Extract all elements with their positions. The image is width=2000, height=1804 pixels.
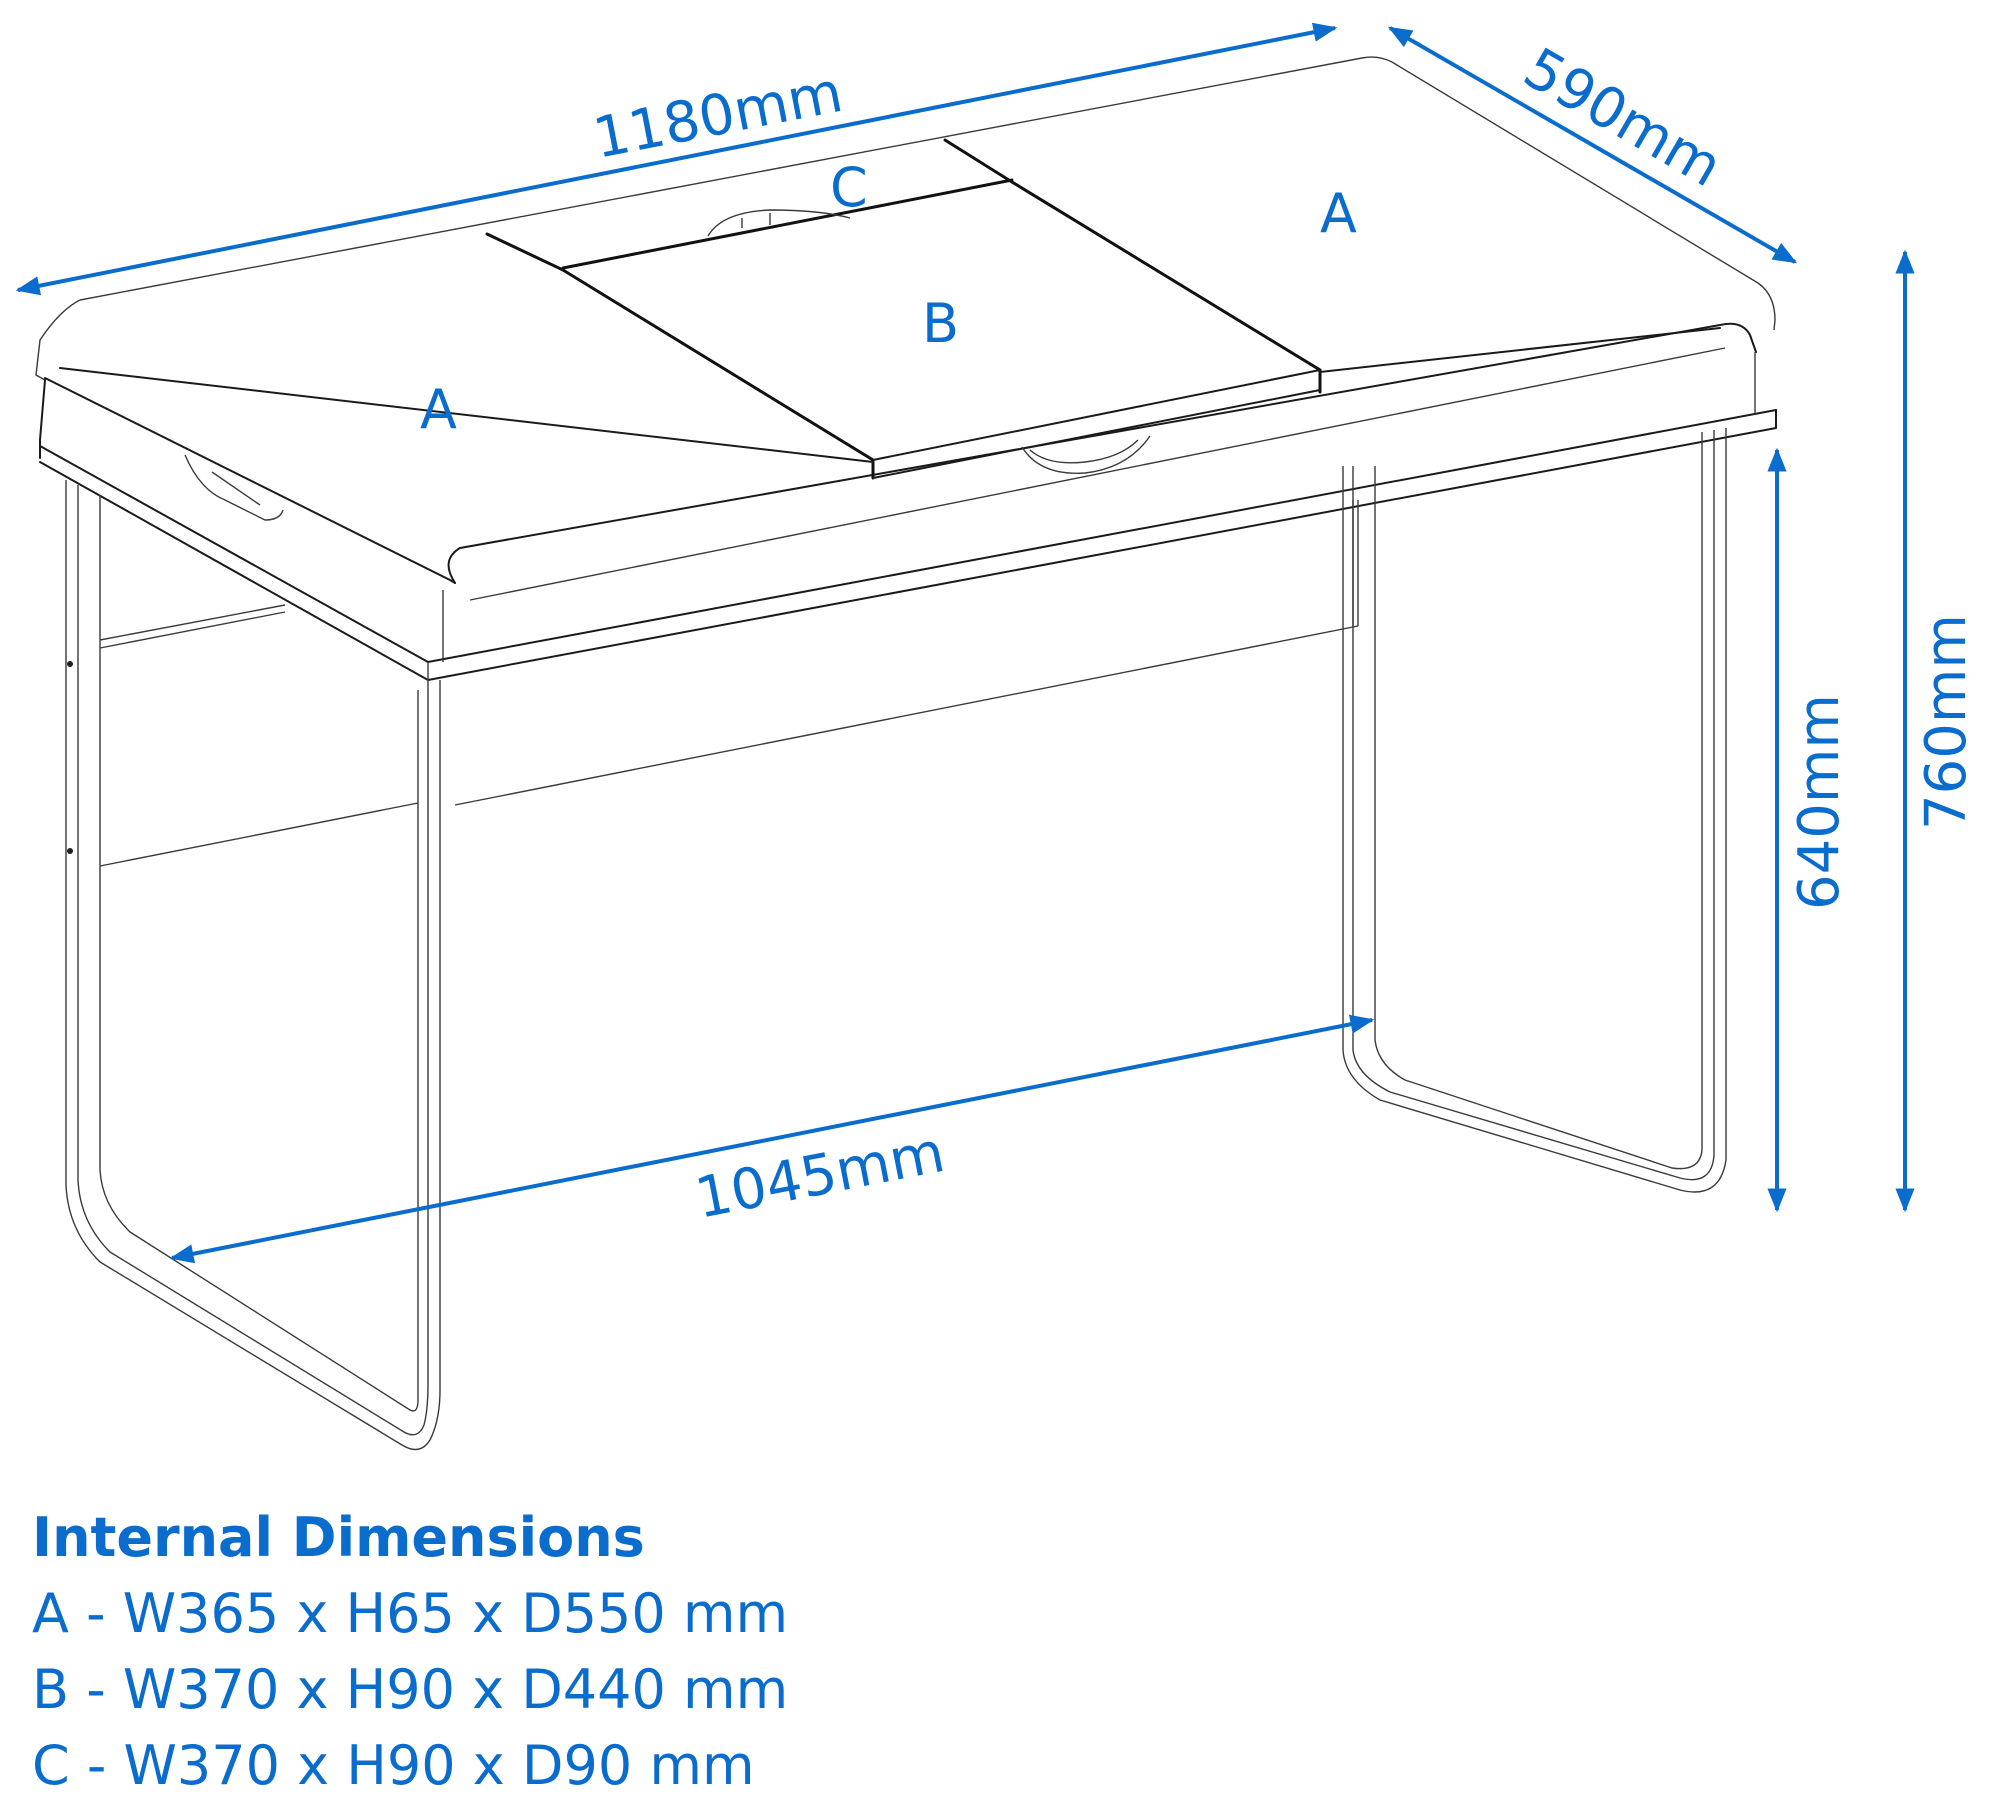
legend-row-a: A - W365 x H65 x D550 mm [32,1582,789,1645]
lid-divisions [59,138,1721,521]
back-panels [99,500,1359,867]
dimension-width-1180: 1180mm [15,22,1338,296]
right-leg [1342,428,1727,1193]
zone-label-a-right: A [1320,182,1357,245]
left-leg [65,480,441,1451]
legend-row-b: B - W370 x H90 x D440 mm [32,1658,789,1721]
internal-dimensions-legend: Internal Dimensions A - W365 x H65 x D55… [32,1500,788,1804]
legend-row-c: C - W370 x H90 x D90 mm [32,1734,755,1797]
svg-text:640mm: 640mm [1787,694,1852,910]
dimension-depth-590: 590mm [1387,26,1798,264]
svg-text:760mm: 760mm [1914,614,1979,830]
dimension-leg-height-640: 640mm [1767,447,1852,1213]
zone-label-a-left: A [420,378,457,441]
dimension-height-760: 760mm [1895,249,1979,1213]
svg-text:1045mm: 1045mm [690,1120,949,1232]
desk-top [35,56,1777,681]
zone-label-b: B [922,292,959,355]
svg-text:1180mm: 1180mm [588,60,847,172]
zone-label-c: C [830,156,868,219]
dimension-leg-width-1045: 1045mm [169,1014,1375,1264]
legend-title: Internal Dimensions [32,1506,645,1569]
